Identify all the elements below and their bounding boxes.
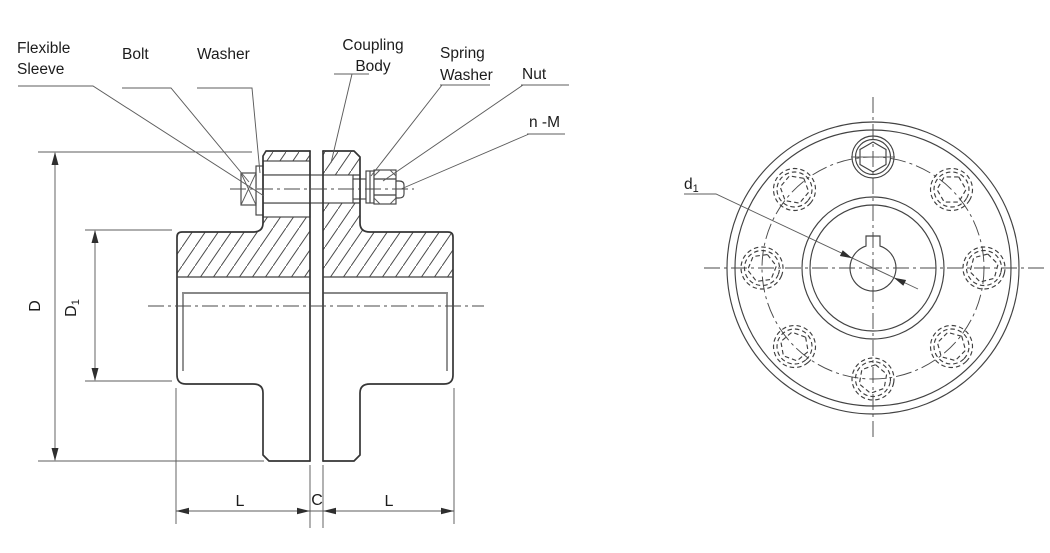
left-hub-section bbox=[177, 217, 310, 277]
left-view-centerlines bbox=[148, 188, 484, 307]
bolt-label: Bolt bbox=[122, 46, 149, 63]
d-arrow-bottom bbox=[51, 448, 59, 461]
dimension-hub-diameter: D1 bbox=[63, 229, 172, 382]
flexible-sleeve-lower bbox=[262, 202, 311, 218]
d1-pin-label-sub: 1 bbox=[693, 183, 699, 195]
right-flange-boss-section bbox=[323, 151, 360, 175]
flexible-sleeve-upper bbox=[262, 160, 311, 176]
nut-label: Nut bbox=[522, 66, 547, 83]
right-hub-section bbox=[323, 203, 453, 277]
d1-arrow-bottom bbox=[91, 368, 99, 381]
d-label: D bbox=[27, 300, 44, 312]
hub-end-chamfer-lines bbox=[182, 294, 448, 371]
d1-pin-arrow-lower bbox=[893, 277, 907, 286]
bolt-tip bbox=[395, 180, 405, 199]
flexible-sleeve-leader bbox=[18, 85, 265, 197]
side-view-centerlines bbox=[704, 97, 1046, 440]
coupling-body-label-line2: Body bbox=[355, 58, 391, 75]
washer-plate bbox=[255, 165, 264, 216]
l-right-label: L bbox=[385, 493, 394, 510]
side-view: d1 bbox=[684, 97, 1046, 440]
c-label: C bbox=[311, 492, 323, 509]
nut bbox=[373, 169, 397, 205]
washer-leader bbox=[197, 87, 261, 174]
spring-washer-label-line2: Washer bbox=[440, 67, 493, 84]
spring-washer-label-line1: Spring bbox=[440, 45, 485, 62]
leader-lines bbox=[18, 73, 569, 197]
dimension-outer-diameter: D bbox=[27, 151, 264, 462]
spring-washer bbox=[365, 170, 375, 204]
d1-pin-label: d1 bbox=[684, 176, 699, 195]
nut-chamfers bbox=[373, 169, 397, 205]
dimension-lengths: L C L bbox=[175, 388, 455, 528]
hub-outer-circle bbox=[801, 196, 945, 340]
l-left-arrow bbox=[176, 507, 189, 515]
bolt-leader bbox=[122, 87, 250, 183]
nut-leader bbox=[382, 84, 569, 182]
nut-body bbox=[373, 169, 397, 205]
flexible-sleeve-label-line2: Sleeve bbox=[17, 61, 64, 78]
nut-facet-lines bbox=[374, 178, 396, 196]
washer-label: Washer bbox=[197, 46, 250, 63]
d1-label: D1 bbox=[63, 299, 82, 317]
d1-label-sub: 1 bbox=[70, 299, 82, 305]
part-labels: Flexible Sleeve Bolt Washer Coupling Bod… bbox=[17, 37, 560, 131]
d-label-text: D bbox=[27, 300, 44, 312]
dimension-pin-hole-diameter: d1 bbox=[684, 176, 919, 290]
coupling-body-section-hatch bbox=[177, 151, 453, 277]
coupling-body-label-line1: Coupling bbox=[342, 37, 403, 54]
coupling-body-leader bbox=[330, 73, 369, 164]
d1-arrow-top bbox=[91, 230, 99, 243]
bolt-head-cross bbox=[240, 172, 257, 206]
left-flange-boss-section bbox=[263, 151, 310, 161]
sectional-front-view: Flexible Sleeve Bolt Washer Coupling Bod… bbox=[17, 37, 569, 528]
l-right-arrow bbox=[441, 507, 454, 515]
d1-pin-label-main: d bbox=[684, 176, 693, 193]
l-left-label: L bbox=[236, 493, 245, 510]
spring-washer-leader bbox=[370, 84, 490, 177]
c-right-arrow bbox=[323, 507, 336, 515]
bolt-hole-hidden-sw bbox=[764, 316, 825, 377]
d1-pin-arrow-upper bbox=[839, 250, 853, 259]
n-m-leader bbox=[400, 133, 565, 190]
n-m-label: n -M bbox=[529, 114, 560, 131]
d-arrow-top bbox=[51, 152, 59, 165]
c-left-arrow bbox=[297, 507, 310, 515]
d1-label-main: D bbox=[63, 305, 80, 317]
flexible-sleeve-label-line1: Flexible bbox=[17, 40, 70, 57]
bolt-hole-edges bbox=[353, 174, 360, 204]
